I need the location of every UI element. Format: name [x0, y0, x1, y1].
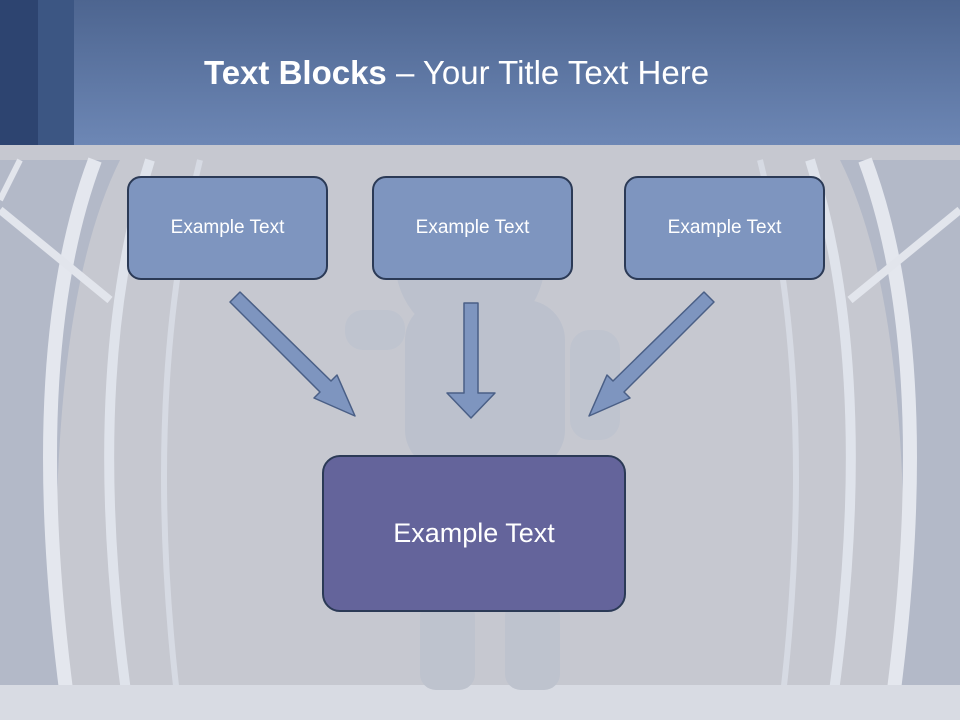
source-box-1-label: Example Text	[170, 217, 285, 238]
source-box-1[interactable]: Example Text	[127, 176, 328, 280]
title-rest: Your Title Text Here	[422, 54, 710, 91]
accent-band-dark	[0, 0, 38, 145]
title-bold: Text Blocks	[204, 54, 387, 91]
target-box-label: Example Text	[393, 518, 555, 548]
accent-band	[38, 0, 74, 145]
title-dash: –	[386, 54, 423, 91]
target-box[interactable]: Example Text	[322, 455, 626, 612]
source-box-3-label: Example Text	[667, 217, 782, 238]
slide-title: Text Blocks – Your Title Text Here	[204, 54, 709, 92]
source-box-2-label: Example Text	[415, 217, 530, 238]
source-box-2[interactable]: Example Text	[372, 176, 573, 280]
title-banner	[0, 0, 960, 145]
source-box-3[interactable]: Example Text	[624, 176, 825, 280]
